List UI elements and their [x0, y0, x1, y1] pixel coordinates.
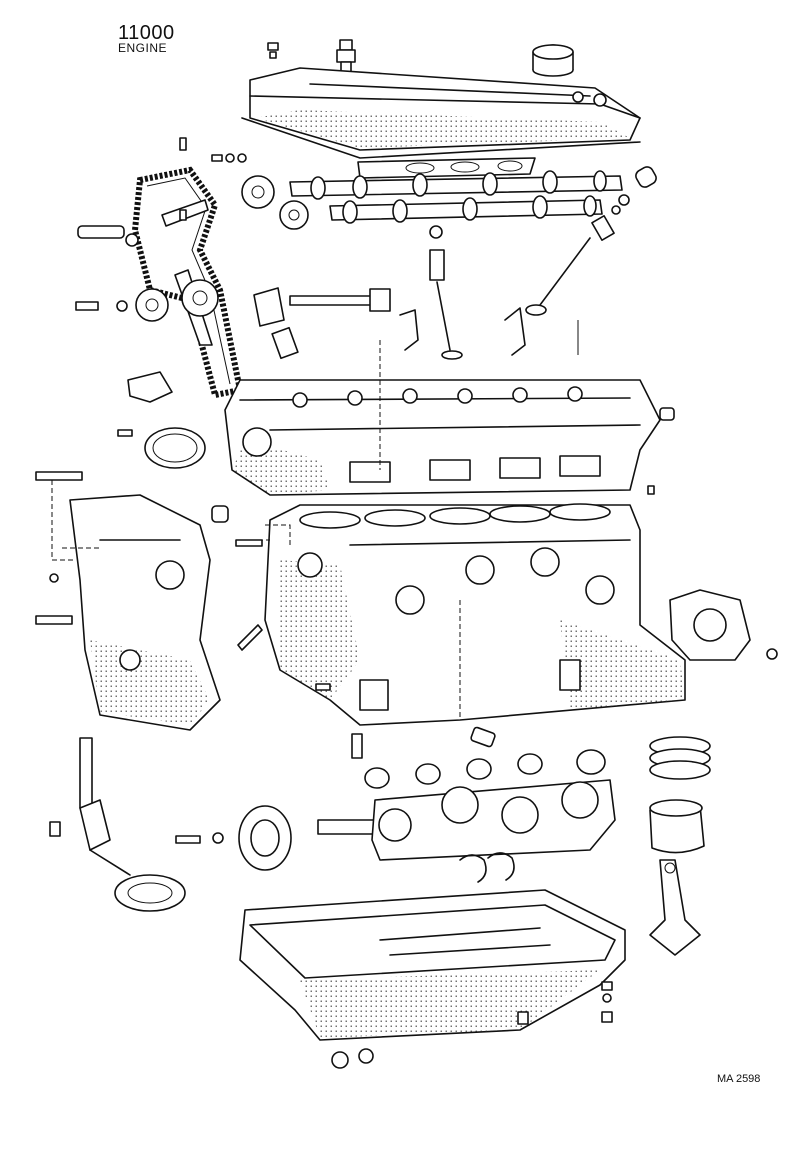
cover-bolts — [35, 471, 83, 625]
water-pump-cover — [253, 287, 299, 360]
chain-guide — [161, 199, 213, 346]
connecting-rod — [649, 859, 701, 956]
valve-spring-stack — [525, 194, 630, 316]
cam-sprocket-lower — [279, 200, 309, 230]
oil-filler-cap — [532, 44, 574, 77]
main-bearings — [364, 749, 606, 789]
cover-gasket — [357, 157, 536, 179]
thrust-washers — [459, 852, 515, 883]
part-group-code: 11000 — [118, 22, 175, 44]
hook-brackets — [399, 307, 579, 356]
crank-sprocket-right — [181, 279, 219, 317]
misc-bolts-left — [75, 137, 187, 437]
crankshaft — [317, 779, 616, 861]
oil-strainer — [49, 737, 186, 912]
intake-valve-set — [429, 225, 463, 360]
cylinder-head — [224, 379, 661, 496]
oil-pan — [239, 889, 626, 1041]
valve-lifter — [635, 166, 657, 188]
timing-cover — [69, 494, 221, 731]
drawing-reference: MA 2598 — [717, 1073, 761, 1085]
chain-tensioner — [77, 225, 139, 247]
crank-sprocket-left — [135, 288, 169, 322]
rear-oil-seal-retainer — [669, 589, 778, 661]
valve-cover — [241, 67, 641, 159]
bolt-washer-set — [211, 153, 247, 163]
head-gasket-seal — [144, 427, 206, 469]
cylinder-block — [264, 503, 686, 726]
cam-sprocket-upper — [241, 175, 275, 209]
piston — [649, 799, 705, 854]
small-plug — [659, 407, 675, 421]
long-bolt — [289, 288, 391, 312]
camshaft-upper — [289, 170, 623, 200]
part-group-name: ENGINE — [118, 41, 168, 55]
crank-pulley — [175, 805, 292, 871]
camshaft-lower — [329, 195, 603, 224]
block-stud — [351, 733, 363, 759]
pan-hardware — [331, 981, 613, 1069]
distributor-drive — [127, 371, 173, 403]
piston-rings — [649, 736, 711, 780]
block-bolts — [211, 485, 655, 691]
small-nut-top — [267, 42, 279, 59]
oil-pressure-switch — [470, 726, 496, 748]
cover-dash-leaders — [51, 480, 100, 561]
